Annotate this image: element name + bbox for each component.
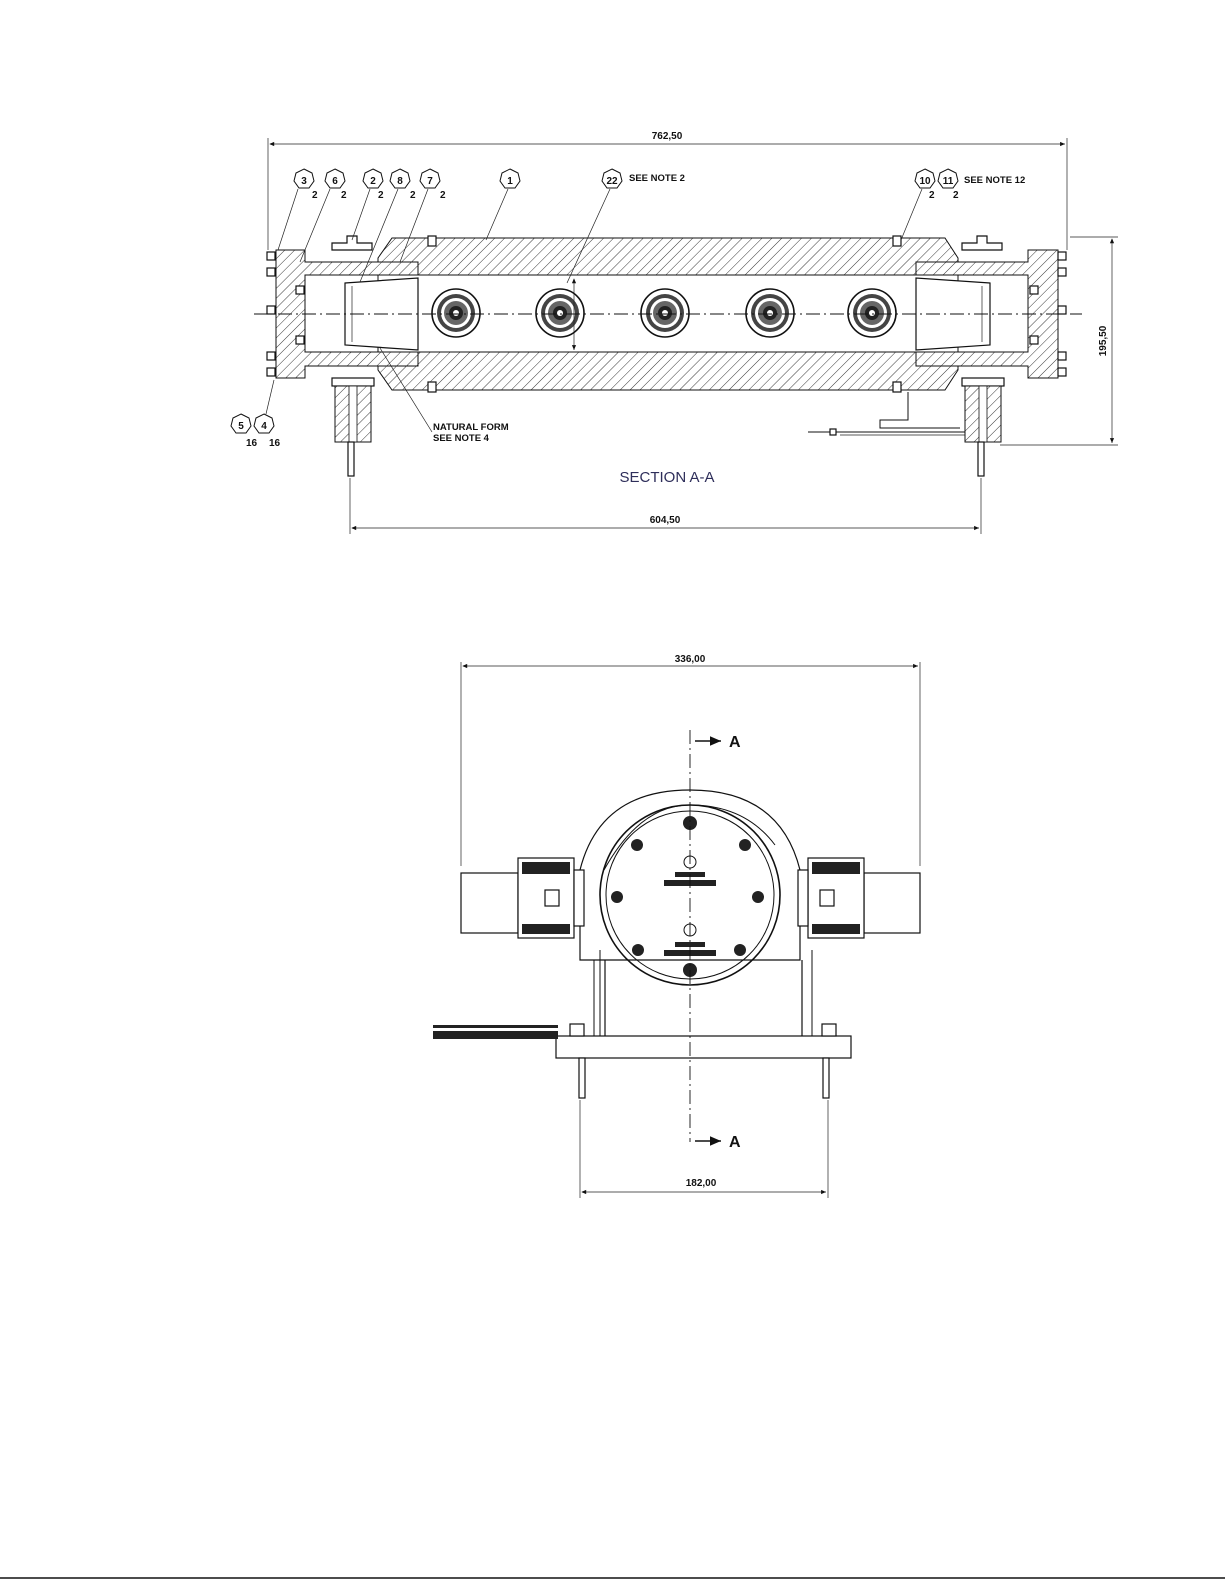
svg-text:4: 4 xyxy=(261,421,267,432)
balloon-4: 4 16 xyxy=(254,380,281,449)
dimension-overall-length: 762,50 xyxy=(268,131,1067,250)
main-body-lower-wall xyxy=(378,352,958,390)
right-top-clamp xyxy=(962,236,1002,250)
svg-text:2: 2 xyxy=(953,190,959,201)
left-connector xyxy=(461,858,584,938)
svg-text:6: 6 xyxy=(332,176,338,187)
seal-left-top xyxy=(428,236,436,246)
note-natural-form: NATURAL FORM xyxy=(433,422,509,433)
balloon-3: 3 2 xyxy=(278,169,318,250)
dimension-support-spacing: 604,50 xyxy=(350,478,981,534)
balloon-11: 11 2 SEE NOTE 12 xyxy=(938,169,1025,201)
membrane-element xyxy=(848,289,896,337)
base-plate xyxy=(556,1036,851,1058)
svg-text:16: 16 xyxy=(269,438,281,449)
svg-text:10: 10 xyxy=(919,176,931,187)
right-support-foot xyxy=(962,378,1004,476)
svg-text:2: 2 xyxy=(440,190,446,201)
cutting-plane-top: A xyxy=(695,734,741,751)
svg-text:A: A xyxy=(729,734,741,751)
dim-195-50: 195,50 xyxy=(1098,325,1109,356)
svg-text:2: 2 xyxy=(370,176,376,187)
balloon-5: 5 16 xyxy=(231,414,258,449)
svg-text:3: 3 xyxy=(301,176,307,187)
dim-762-50: 762,50 xyxy=(652,131,683,142)
svg-text:2: 2 xyxy=(378,190,384,201)
dim-182-00: 182,00 xyxy=(686,1178,717,1189)
seal-right-top xyxy=(893,236,901,246)
end-view: 336,00 xyxy=(433,654,920,1198)
cutting-plane-bottom: A xyxy=(695,1134,741,1151)
dim-604-50: 604,50 xyxy=(650,515,681,526)
dimension-base: 182,00 xyxy=(580,1100,828,1198)
svg-text:7: 7 xyxy=(427,176,433,187)
membrane-element xyxy=(432,289,480,337)
section-a-a-view: 762,50 195,50 xyxy=(231,131,1118,534)
note-see-note-12: SEE NOTE 12 xyxy=(964,175,1025,186)
seal-right-bottom xyxy=(893,382,901,392)
membrane-element xyxy=(641,289,689,337)
svg-text:11: 11 xyxy=(943,176,954,187)
svg-text:2: 2 xyxy=(929,190,935,201)
left-top-clamp xyxy=(332,236,372,250)
svg-text:2: 2 xyxy=(312,190,318,201)
drain-tube xyxy=(808,392,965,435)
membrane-element xyxy=(536,289,584,337)
main-body-upper-wall xyxy=(378,238,958,275)
right-stud xyxy=(823,1058,829,1098)
seal-left-bottom xyxy=(428,382,436,392)
svg-text:A: A xyxy=(729,1134,741,1151)
note-see-note-4: SEE NOTE 4 xyxy=(433,433,490,444)
svg-text:1: 1 xyxy=(507,176,513,187)
balloon-1: 1 xyxy=(486,169,520,240)
dim-336-00: 336,00 xyxy=(675,654,706,665)
right-connector xyxy=(798,858,920,938)
left-support-foot xyxy=(332,378,374,476)
svg-text:2: 2 xyxy=(341,190,347,201)
balloon-2: 2 2 xyxy=(352,169,384,240)
left-stud xyxy=(579,1058,585,1098)
svg-text:5: 5 xyxy=(238,421,244,432)
membrane-element xyxy=(746,289,794,337)
svg-text:8: 8 xyxy=(397,176,403,187)
svg-text:2: 2 xyxy=(410,190,416,201)
svg-text:16: 16 xyxy=(246,438,258,449)
balloon-10: 10 2 xyxy=(901,169,935,240)
note-see-note-2: SEE NOTE 2 xyxy=(629,173,685,184)
section-title: SECTION A-A xyxy=(619,469,714,486)
svg-text:22: 22 xyxy=(606,176,618,187)
